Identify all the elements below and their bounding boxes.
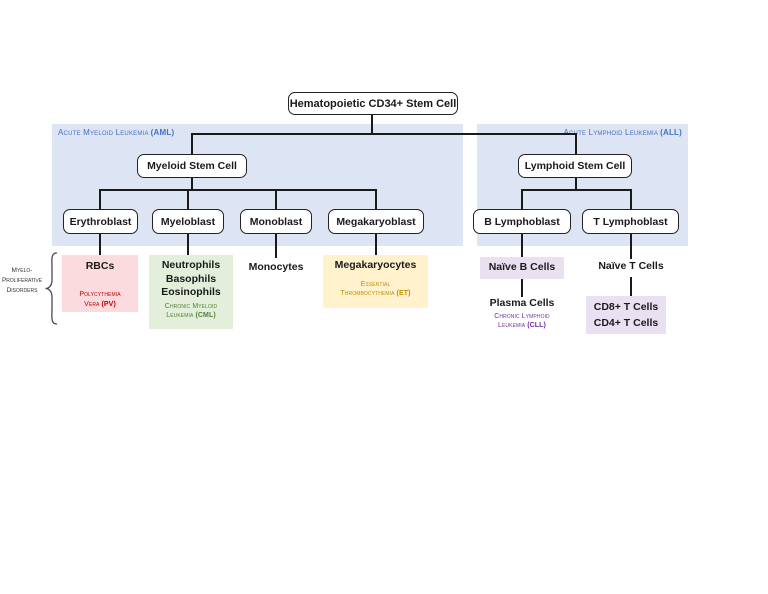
- node-lymphoid-label: Lymphoid Stem Cell: [524, 160, 626, 172]
- side-label-line3: Disorders: [6, 287, 38, 295]
- node-megakaryoblast: Megakaryoblast: [328, 209, 424, 234]
- megakaryocyte-disease: Essential Thrombocythemia(ET): [340, 280, 410, 299]
- connector-plasma-drop: [521, 279, 523, 297]
- connector-blymphoblast-drop: [521, 190, 523, 209]
- side-label-line1: Myelo-: [11, 267, 33, 274]
- connector-root-drop: [371, 114, 373, 134]
- node-lymphoid-stem-cell: Lymphoid Stem Cell: [518, 154, 632, 178]
- granulocyte-disease: Chronic Myeloid Leukemia(CML): [165, 302, 217, 321]
- t-subset-box: CD8+ T Cells CD4+ T Cells: [586, 296, 666, 334]
- et-disease-abbr: (ET): [396, 290, 411, 298]
- et-disease-line1: Essential: [360, 280, 391, 288]
- connector-tsubset-drop: [630, 277, 632, 296]
- node-erythroblast: Erythroblast: [63, 209, 138, 234]
- connector-tlymphoblast-drop: [630, 190, 632, 209]
- node-myeloid-label: Myeloid Stem Cell: [147, 160, 237, 172]
- connector-megakaryoblast-drop: [375, 190, 377, 209]
- naive-b-label: Naïve B Cells: [488, 261, 556, 274]
- myeloproliferative-label: Myelo- Proliferative Disorders: [0, 266, 44, 296]
- plasma-cells-label: Plasma Cells: [489, 297, 555, 309]
- node-monoblast: Monoblast: [240, 209, 312, 234]
- monocytes-label: Monocytes: [248, 261, 304, 273]
- node-monoblast-label: Monoblast: [249, 215, 303, 228]
- et-disease-line2: Thrombocythemia: [340, 290, 395, 298]
- connector-myeloid-hline: [99, 189, 377, 191]
- aml-panel-header: Acute Myeloid Leukemia(AML): [58, 128, 174, 137]
- node-t-lymphoblast-label: T Lymphoblast: [593, 215, 668, 228]
- connector-top-hline: [191, 133, 577, 135]
- naive-t-label: Naïve T Cells: [598, 260, 664, 272]
- connector-myeloid-branch-drop: [191, 178, 193, 190]
- connector-lymphoid-drop: [575, 134, 577, 154]
- connector-lymphoid-hline: [521, 189, 632, 191]
- cll-disease-abbr: (CLL): [527, 322, 546, 330]
- rbc-disease: Polycythemia Vera(PV): [64, 290, 136, 309]
- connector-myeloblast-drop: [187, 190, 189, 209]
- curly-brace-icon: [44, 252, 58, 330]
- node-b-lymphoblast-label: B Lymphoblast: [484, 215, 560, 228]
- all-header-text: Acute Lymphoid Leukemia: [563, 128, 659, 137]
- rbc-label: RBCs: [85, 260, 115, 272]
- cml-disease-line2: Leukemia: [166, 312, 194, 320]
- all-panel-header: Acute Lymphoid Leukemia(ALL): [563, 128, 682, 137]
- node-t-lymphoblast: T Lymphoblast: [582, 209, 679, 234]
- megakaryocyte-box: Megakaryocytes Essential Thrombocythemia…: [323, 255, 428, 308]
- connector-monoblast-drop: [275, 190, 277, 209]
- rbc-disease-name: Polycythemia Vera: [79, 291, 121, 308]
- side-label-line2: Proliferative: [1, 277, 43, 285]
- granulocyte-box: Neutrophils Basophils Eosinophils Chroni…: [149, 255, 233, 329]
- node-hematopoietic-stem-cell: Hematopoietic CD34+ Stem Cell: [288, 92, 458, 115]
- connector-granulocyte-drop: [187, 234, 189, 255]
- connector-myeloid-drop: [191, 134, 193, 154]
- all-header-abbr: (ALL): [660, 128, 682, 137]
- granulocyte-line-2: Basophils: [165, 272, 217, 285]
- node-hematopoietic-label: Hematopoietic CD34+ Stem Cell: [289, 97, 457, 110]
- node-b-lymphoblast: B Lymphoblast: [473, 209, 571, 234]
- cd4-t-cells-label: CD4+ T Cells: [593, 317, 659, 329]
- cml-disease-line1: Chronic Myeloid: [164, 302, 218, 310]
- megakaryocyte-label: Megakaryocytes: [334, 259, 417, 271]
- node-erythroblast-label: Erythroblast: [69, 215, 132, 228]
- rbc-disease-abbr: (PV): [101, 300, 116, 308]
- connector-naivet-drop: [630, 234, 632, 259]
- cll-disease-line2: Leukemia: [498, 322, 526, 330]
- connector-megakaryocyte-drop: [375, 234, 377, 255]
- cml-disease-abbr: (CML): [195, 312, 216, 320]
- granulocyte-line-3: Eosinophils: [161, 286, 221, 299]
- node-myeloblast: Myeloblast: [152, 209, 224, 234]
- cd8-t-cells-label: CD8+ T Cells: [593, 300, 659, 313]
- plasma-disease: Chronic Lymphoid Leukemia(CLL): [470, 312, 574, 331]
- connector-lymphoid-branch-drop: [575, 178, 577, 190]
- aml-header-text: Acute Myeloid Leukemia: [58, 128, 149, 137]
- connector-rbc-drop: [99, 234, 101, 255]
- rbc-box: RBCs Polycythemia Vera(PV): [62, 255, 138, 312]
- connector-monocyte-drop: [275, 234, 277, 258]
- node-myeloblast-label: Myeloblast: [160, 215, 216, 228]
- connector-naiveb-drop: [521, 234, 523, 257]
- connector-erythroblast-drop: [99, 190, 101, 209]
- node-myeloid-stem-cell: Myeloid Stem Cell: [137, 154, 247, 178]
- node-megakaryoblast-label: Megakaryoblast: [336, 215, 416, 228]
- naive-b-box: Naïve B Cells: [480, 257, 564, 279]
- aml-header-abbr: (AML): [150, 128, 175, 137]
- cll-disease-line1: Chronic Lymphoid: [494, 313, 550, 320]
- granulocyte-line-1: Neutrophils: [161, 259, 221, 271]
